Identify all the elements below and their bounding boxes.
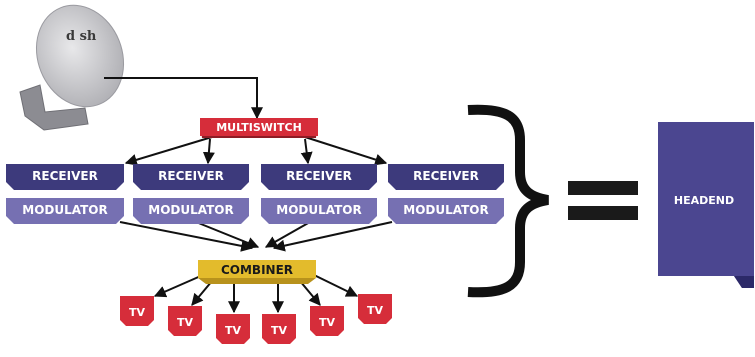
receiver-unit-1: RECEIVER MODULATOR (6, 164, 124, 224)
multiswitch-label: MULTISWITCH (216, 121, 302, 134)
arrow-to-tv-2 (191, 280, 213, 306)
arrow-to-receiver-2 (202, 138, 215, 165)
tv-label-2: TV (177, 316, 194, 329)
modulator-label-3: MODULATOR (276, 203, 361, 217)
receiver-unit-2: RECEIVER MODULATOR (133, 164, 249, 224)
tv-2: TV (168, 306, 202, 336)
combiner-label: COMBINER (221, 263, 293, 277)
combiner-box: COMBINER (198, 260, 316, 284)
tv-label-3: TV (225, 324, 242, 337)
arrow-to-tv-5 (299, 280, 321, 306)
receiver-unit-3: RECEIVER MODULATOR (261, 164, 377, 224)
dish-mount (19, 84, 89, 131)
multiswitch-box: MULTISWITCH (200, 118, 318, 138)
dish-feed-line (104, 77, 263, 120)
connectors (104, 77, 393, 314)
arrow-modulator-3-to-combiner (264, 221, 311, 248)
tv-label-1: TV (129, 306, 146, 319)
arrow-to-tv-1 (153, 274, 204, 298)
tv-label-6: TV (367, 304, 384, 317)
modulator-label-2: MODULATOR (148, 203, 233, 217)
headend-box: HEADEND (658, 122, 754, 288)
arrow-to-tv-6 (313, 274, 359, 297)
arrow-modulator-2-to-combiner (195, 221, 260, 249)
tv-1: TV (120, 296, 154, 326)
modulator-label-4: MODULATOR (403, 203, 488, 217)
receiver-label-1: RECEIVER (32, 169, 98, 183)
grouping-brace (467, 104, 549, 298)
tv-label-5: TV (319, 316, 336, 329)
tv-5: TV (310, 306, 344, 336)
arrow-to-receiver-4 (304, 136, 388, 166)
receiver-label-2: RECEIVER (158, 169, 224, 183)
tv-label-4: TV (271, 324, 288, 337)
satellite-dish: d sh (19, 4, 125, 131)
arrow-modulator-4-to-combiner (272, 221, 393, 252)
tv-6: TV (358, 294, 392, 324)
headend-label: HEADEND (674, 194, 734, 207)
equals-sign (568, 181, 638, 220)
receiver-unit-4: RECEIVER MODULATOR (388, 164, 504, 224)
tv-3: TV (216, 314, 250, 344)
receiver-label-4: RECEIVER (413, 169, 479, 183)
receiver-label-3: RECEIVER (286, 169, 352, 183)
modulator-label-1: MODULATOR (22, 203, 107, 217)
dish-reflector (35, 4, 125, 108)
dish-logo: d sh (66, 29, 97, 44)
arrow-to-receiver-1 (124, 136, 213, 166)
arrow-to-receiver-3 (300, 138, 313, 165)
arrow-modulator-1-to-combiner (119, 221, 254, 252)
tv-4: TV (262, 314, 296, 344)
